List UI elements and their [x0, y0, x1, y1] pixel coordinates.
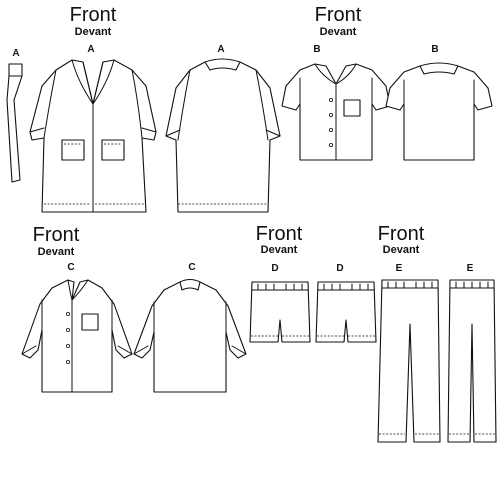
long-sleeve-shirt-back-drawing: [133, 278, 247, 393]
heading-devant-long-shirt: Devant: [37, 246, 75, 258]
pants-back-drawing: [447, 279, 497, 443]
heading-devant-short-shirt: Devant: [319, 26, 357, 38]
view-letter-pants-back: E: [466, 263, 474, 274]
pants-front-drawing: [377, 279, 441, 443]
view-letter-shorts-back: D: [336, 263, 344, 274]
belt-drawing: [6, 63, 23, 183]
heading-front-shorts: Front: [255, 223, 303, 245]
short-sleeve-shirt-front-drawing: [281, 63, 391, 161]
view-letter-short-shirt-back: B: [431, 44, 439, 55]
robe-front-drawing: [29, 59, 157, 213]
heading-devant-pants: Devant: [382, 244, 420, 256]
heading-devant-robe: Devant: [74, 26, 112, 38]
view-letter-short-shirt-front: B: [313, 44, 321, 55]
robe-back-drawing: [165, 58, 281, 213]
heading-front-short-shirt: Front: [314, 4, 362, 26]
view-letter-robe-front: A: [87, 44, 95, 55]
shorts-back-drawing: [315, 281, 377, 343]
view-letter-belt: A: [12, 48, 20, 59]
shorts-front-drawing: [249, 281, 311, 343]
long-sleeve-shirt-front-drawing: [21, 279, 133, 393]
heading-front-robe: Front: [69, 4, 117, 26]
view-letter-long-shirt-front: C: [67, 262, 75, 273]
view-letter-robe-back: A: [217, 44, 225, 55]
view-letter-shorts-front: D: [271, 263, 279, 274]
heading-front-long-shirt: Front: [32, 224, 80, 246]
view-letter-pants-front: E: [395, 263, 403, 274]
heading-front-pants: Front: [377, 223, 425, 245]
view-letter-long-shirt-back: C: [188, 262, 196, 273]
heading-devant-shorts: Devant: [260, 244, 298, 256]
short-sleeve-shirt-back-drawing: [385, 62, 493, 161]
